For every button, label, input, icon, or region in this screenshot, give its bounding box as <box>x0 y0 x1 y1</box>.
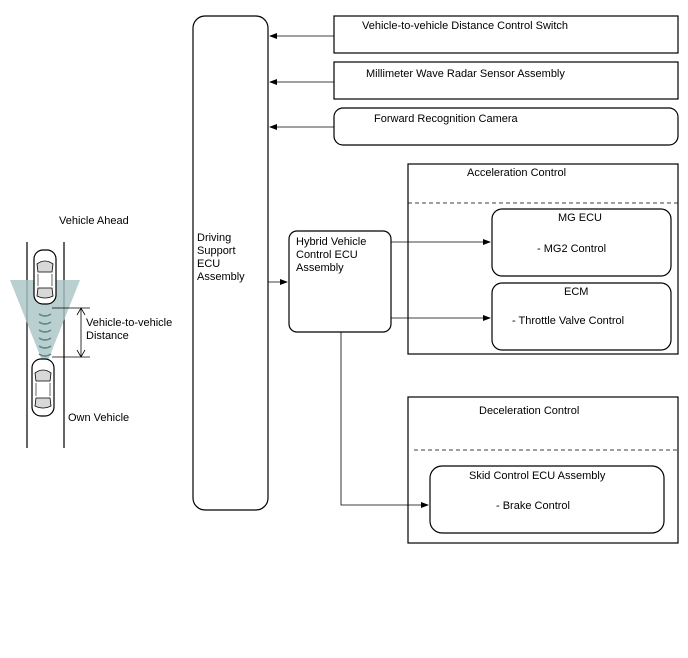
hybrid-ecu-box <box>288 230 392 333</box>
driving-support-ecu-label: Driving Support ECU Assembly <box>197 232 245 283</box>
radar-wave-icon <box>38 313 52 357</box>
forward-camera-label: Forward Recognition Camera <box>374 113 518 125</box>
radar-sensor-label: Millimeter Wave Radar Sensor Assembly <box>366 68 565 80</box>
own-vehicle-car-icon <box>31 358 55 417</box>
ecm-box <box>491 282 672 351</box>
ecm-title: ECM <box>564 286 589 298</box>
distance-control-switch-label: Vehicle-to-vehicle Distance Control Swit… <box>362 20 569 32</box>
skid-control-ecu-title: Skid Control ECU Assembly <box>469 470 606 482</box>
own-vehicle-label: Own Vehicle <box>68 412 130 424</box>
driving-support-ecu-box <box>192 15 269 511</box>
vehicle-ahead-car-icon <box>33 249 57 305</box>
vehicle-illustration <box>10 242 90 448</box>
hybrid-ecu-label: Hybrid Vehicle Control ECU Assembly <box>296 236 367 274</box>
arrow-hybrid-to-skid <box>340 332 429 508</box>
mg-ecu-title: MG ECU <box>558 212 602 224</box>
radar-sensor-box <box>333 61 679 100</box>
forward-camera-box <box>333 107 679 146</box>
distance-control-switch-box <box>333 15 679 54</box>
skid-control-ecu-box <box>429 465 665 534</box>
mg2-control-label: - MG2 Control <box>537 243 607 255</box>
distance-indicator <box>52 307 90 358</box>
distance-label: Vehicle-to-vehicle Distance <box>86 317 173 342</box>
brake-control-label: - Brake Control <box>496 500 570 512</box>
throttle-valve-control-label: - Throttle Valve Control <box>512 315 625 327</box>
vehicle-ahead-label: Vehicle Ahead <box>59 215 129 227</box>
deceleration-control-title: Deceleration Control <box>479 405 580 417</box>
acceleration-control-title: Acceleration Control <box>467 167 567 179</box>
mg-ecu-box <box>491 208 672 277</box>
